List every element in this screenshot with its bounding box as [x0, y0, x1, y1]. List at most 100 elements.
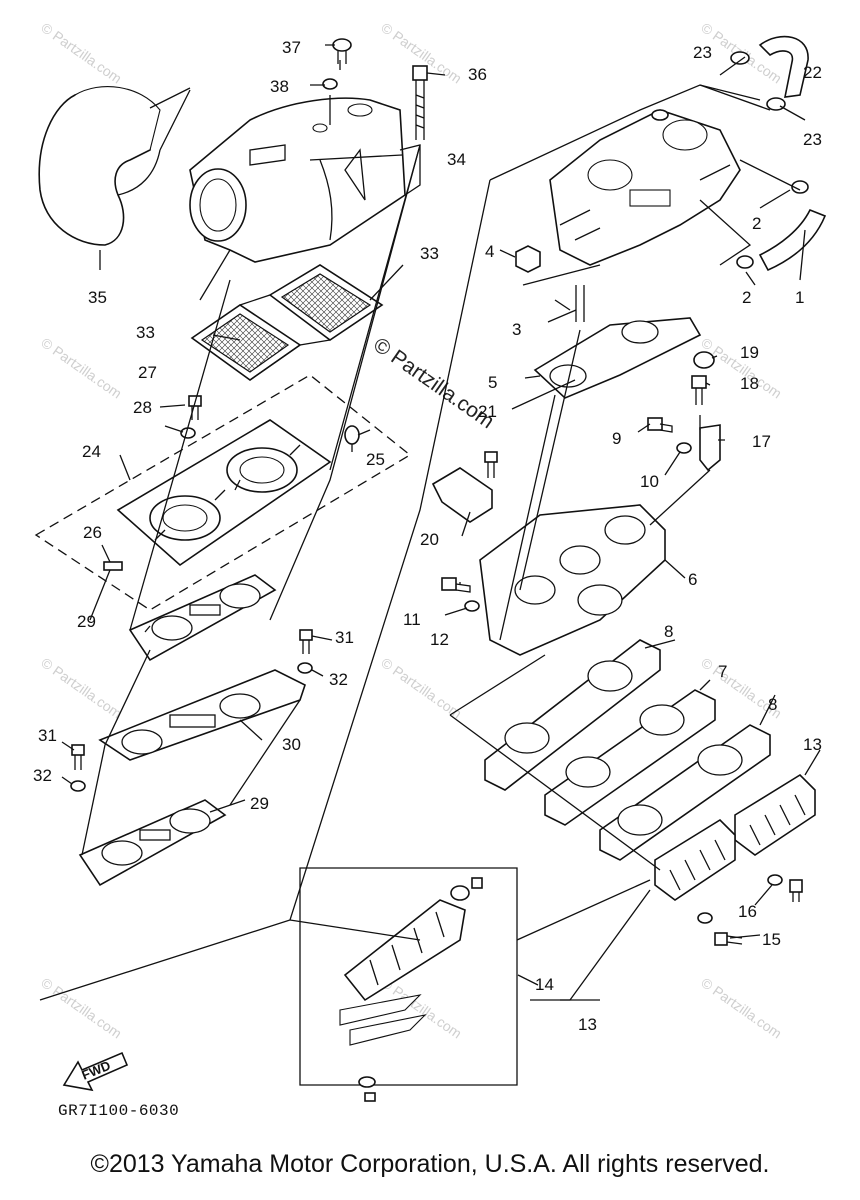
callout-37: 37	[282, 38, 301, 57]
figure-code: GR7I100-6030	[58, 1102, 180, 1120]
intake-silencer	[189, 97, 421, 263]
part-8-gasket-upper	[484, 639, 661, 791]
part-20-bracket	[431, 467, 493, 523]
callout-2: 2	[742, 288, 751, 307]
callout-32: 32	[33, 766, 52, 785]
callout-14: 14	[535, 975, 554, 994]
callout-21: 21	[478, 402, 497, 421]
fwd-arrow: FWD	[62, 1051, 129, 1092]
part-17-bracket	[699, 424, 721, 472]
part-4-nut	[515, 245, 541, 273]
callout-18: 18	[740, 374, 759, 393]
part-33-flame-arrester	[190, 264, 384, 381]
part-2-clamp-top	[791, 180, 809, 194]
callout-23: 23	[803, 130, 822, 149]
part-25-fitting	[344, 425, 360, 452]
callout-5: 5	[488, 373, 497, 392]
callout-8: 8	[768, 695, 777, 714]
callout-30: 30	[282, 735, 301, 754]
part-28-washer	[180, 427, 196, 439]
callout-7: 7	[718, 662, 727, 681]
callout-33: 33	[420, 244, 439, 263]
callout-13: 13	[803, 735, 822, 754]
part-22-hose	[758, 35, 809, 98]
part-29-gasket-lower	[78, 799, 227, 887]
part-24-assembly	[34, 374, 412, 611]
callout-13: 13	[578, 1015, 597, 1034]
part-23-clamp-top	[730, 51, 750, 65]
part-15-screw-left	[714, 932, 743, 946]
part-16-washer-2	[697, 912, 713, 924]
callout-6: 6	[688, 570, 697, 589]
callout-8: 8	[664, 622, 673, 641]
callout-28: 28	[133, 398, 152, 417]
callout-29: 29	[77, 612, 96, 631]
watermark: © Partzilla.com	[698, 974, 784, 1041]
callout-23: 23	[693, 43, 712, 62]
callout-24: 24	[82, 442, 101, 461]
callout-10: 10	[640, 472, 659, 491]
copyright-notice: ©2013 Yamaha Motor Corporation, U.S.A. A…	[90, 1150, 770, 1178]
part-35-intake-duct	[38, 86, 191, 246]
part-12-washer	[464, 600, 480, 612]
part-32-washer-left	[70, 780, 86, 792]
part-16-washer	[767, 874, 783, 886]
callout-38: 38	[270, 77, 289, 96]
part-31-bolt-right	[299, 629, 313, 654]
callout-25: 25	[366, 450, 385, 469]
callout-11: 11	[403, 610, 421, 629]
part-7-gasket	[544, 689, 716, 826]
callout-29: 29	[250, 794, 269, 813]
part-36-long-bolt	[412, 65, 428, 140]
part-1-hose	[758, 208, 827, 272]
callout-19: 19	[740, 343, 759, 362]
callout-36: 36	[468, 65, 487, 84]
part-19-cap	[693, 351, 715, 369]
callout-31: 31	[335, 628, 354, 647]
part-32-washer-right	[297, 662, 313, 674]
callout-34: 34	[447, 150, 466, 169]
callout-22: 22	[803, 63, 822, 82]
part-21-bolt	[484, 451, 498, 478]
part-29-gasket-upper	[128, 574, 277, 662]
part-30-plate	[98, 669, 306, 761]
callout-2: 2	[752, 214, 761, 233]
callout-12: 12	[430, 630, 449, 649]
part-15-screw-right	[789, 879, 803, 902]
watermark: © Partzilla.com	[38, 974, 124, 1041]
part-23-clamp-bottom	[766, 97, 786, 111]
part-31-bolt-left	[71, 744, 85, 770]
part-38-washer	[322, 78, 338, 90]
part-8-gasket-lower	[599, 724, 771, 861]
callout-31: 31	[38, 726, 57, 745]
callouts: 1 2 2 3 4 5 6 7 8 8 9 10 11 12 13 13 14 …	[33, 38, 822, 1034]
part-9-bolt	[647, 417, 673, 433]
callout-20: 20	[420, 530, 439, 549]
callout-1: 1	[795, 288, 804, 307]
watermark: © Partzilla.com	[38, 334, 124, 401]
part-13-reed-valve-right	[734, 773, 816, 856]
part-2-clamp-bottom	[736, 255, 754, 269]
carburetor-assembly	[549, 109, 741, 266]
callout-9: 9	[612, 429, 621, 448]
callout-26: 26	[83, 523, 102, 542]
watermark: © Partzilla.com	[38, 19, 124, 86]
callout-16: 16	[738, 902, 757, 921]
watermark: © Partzilla.com	[378, 654, 464, 721]
callout-17: 17	[752, 432, 771, 451]
part-37-screw	[332, 38, 352, 64]
part-11-bolt	[441, 577, 471, 593]
callout-15: 15	[762, 930, 781, 949]
callout-3: 3	[512, 320, 521, 339]
callout-4: 4	[485, 242, 494, 261]
watermark: © Partzilla.com	[38, 654, 124, 721]
callout-35: 35	[88, 288, 107, 307]
callout-27: 27	[138, 363, 157, 382]
callout-32: 32	[329, 670, 348, 689]
part-5-gasket	[533, 317, 702, 399]
part-13-reed-valve-left	[654, 818, 736, 901]
leader-lines	[39, 44, 821, 1001]
part-14-reed-detail	[299, 867, 518, 1102]
callout-33: 33	[136, 323, 155, 342]
